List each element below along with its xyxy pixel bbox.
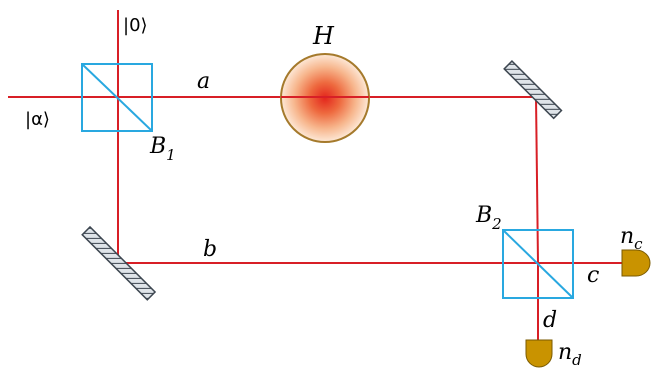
beam-path-right-vertical	[535, 96, 539, 264]
label-nc-sub: c	[634, 235, 643, 253]
detector-nd	[525, 339, 553, 368]
label-h: H	[312, 22, 335, 50]
label-b1: B1	[149, 134, 176, 164]
label-nc-base: n	[620, 224, 634, 249]
label-input-zero: |0⟩	[123, 15, 148, 36]
label-path-c: c	[587, 263, 599, 288]
label-b1-base: B	[149, 134, 166, 159]
label-b2-base: B	[475, 203, 492, 228]
detector-nc	[621, 249, 651, 277]
mirror-bottom-left	[81, 225, 157, 301]
label-nd-base: n	[558, 340, 572, 365]
label-nd-sub: d	[572, 351, 582, 368]
beam-splitter-b2	[502, 229, 574, 299]
label-input-alpha: |α⟩	[25, 109, 50, 130]
label-path-b: b	[203, 237, 217, 262]
label-b1-sub: 1	[166, 146, 176, 164]
label-path-d: d	[543, 308, 557, 333]
label-b2: B2	[475, 203, 502, 233]
label-path-a: a	[197, 69, 210, 94]
mirror-top-right	[503, 59, 563, 120]
label-nd: nd	[558, 340, 582, 368]
beam-splitter-b1	[81, 63, 153, 132]
label-nc: nc	[620, 224, 643, 253]
label-b2-sub: 2	[491, 215, 502, 233]
